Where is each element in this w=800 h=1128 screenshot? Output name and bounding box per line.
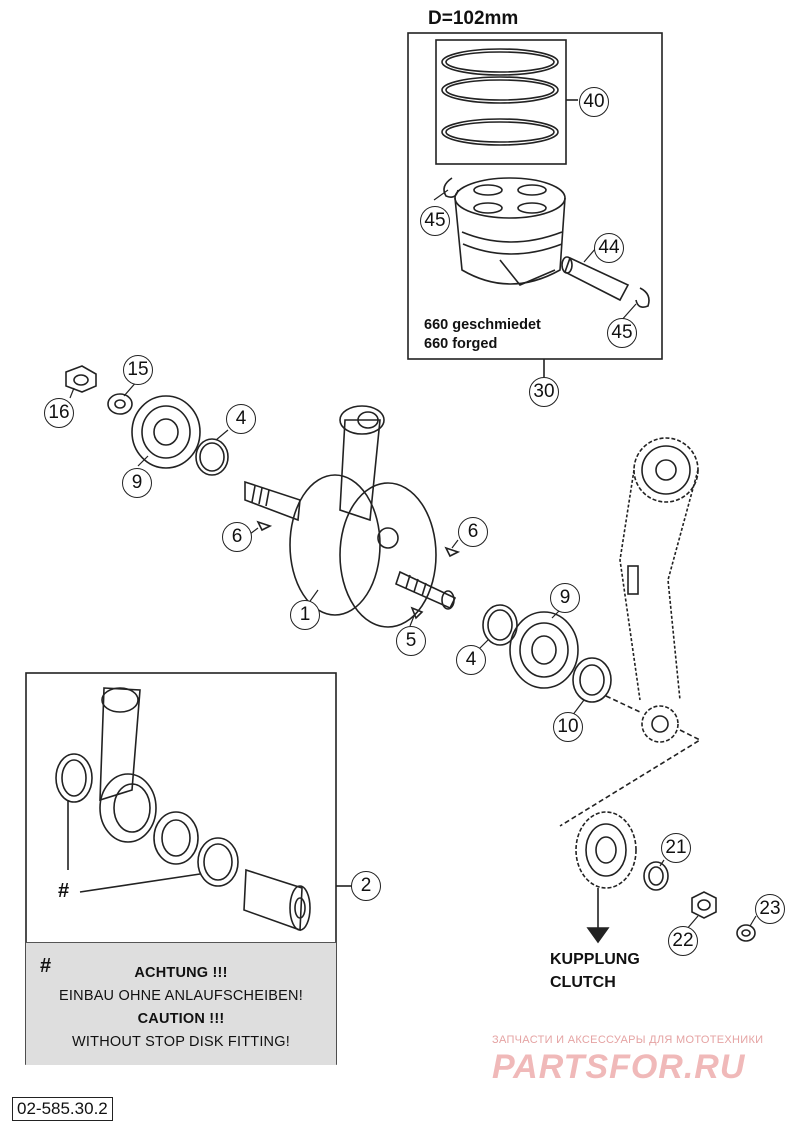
callout-22[interactable]: 22: [668, 926, 698, 956]
callout-15[interactable]: 15: [123, 355, 153, 385]
callout-6-right[interactable]: 6: [458, 517, 488, 547]
left-bearing-parts: [65, 365, 229, 476]
assembly-warning-box: # ACHTUNG !!! EINBAU OHNE ANLAUFSCHEIBEN…: [26, 942, 336, 1065]
washer-21: [643, 861, 669, 891]
drawing-number: 02-585.30.2: [12, 1097, 113, 1121]
callout-23[interactable]: 23: [755, 894, 785, 924]
watermark-tagline: ЗАПЧАСТИ И АКСЕССУАРЫ ДЛЯ МОТОТЕХНИКИ: [492, 1034, 764, 1046]
callout-6-left[interactable]: 6: [222, 522, 252, 552]
clutch-label: KUPPLUNG CLUTCH: [550, 948, 640, 994]
crank-sprocket: [641, 705, 679, 743]
callout-16[interactable]: 16: [44, 398, 74, 428]
warning-title-en: CAUTION !!!: [137, 1011, 225, 1027]
right-bearing-parts: [482, 604, 612, 703]
nut-16: [65, 365, 97, 393]
circlip-right: [635, 287, 650, 308]
shim-4-left: [195, 438, 229, 476]
callout-4-left[interactable]: 4: [226, 404, 256, 434]
callout-9-right[interactable]: 9: [550, 583, 580, 613]
key-6-right: [444, 546, 461, 558]
piston-kit-frame: [407, 32, 663, 360]
crankshaft: [244, 405, 461, 628]
callout-4-right[interactable]: 4: [456, 645, 486, 675]
callout-21[interactable]: 21: [661, 833, 691, 863]
timing-chain-assembly: [559, 437, 702, 827]
clutch-arrow: [586, 927, 610, 944]
warning-text-en: WITHOUT STOP DISK FITTING!: [72, 1034, 290, 1050]
piston: [454, 177, 566, 286]
warning-text-de: EINBAU OHNE ANLAUFSCHEIBEN!: [59, 988, 303, 1004]
callout-5[interactable]: 5: [396, 626, 426, 656]
bore-diameter-label: D=102mm: [428, 8, 519, 29]
crank-pin: [243, 868, 303, 932]
piston-material-note: 660 geschmiedet 660 forged: [424, 316, 541, 354]
primary-gear: [575, 811, 637, 889]
callout-44[interactable]: 44: [594, 233, 624, 263]
circlip-left: [443, 177, 459, 198]
callout-9-left[interactable]: 9: [122, 468, 152, 498]
callout-30[interactable]: 30: [529, 377, 559, 407]
washer-15: [107, 393, 133, 415]
clutch-label-en: CLUTCH: [550, 974, 616, 991]
watermark-logo: PARTSFOR.RU: [492, 1048, 746, 1086]
clutch-drive-parts: [575, 811, 756, 944]
leader-lines: [69, 189, 757, 931]
inset-hash-mark: #: [58, 880, 70, 902]
callout-1[interactable]: 1: [290, 600, 320, 630]
thrust-washer-top: [55, 753, 93, 803]
callout-45-left[interactable]: 45: [420, 206, 450, 236]
piston-note-de: 660 geschmiedet: [424, 317, 541, 333]
piston-kit-group: [407, 32, 663, 377]
washer-23: [736, 924, 756, 942]
key-6-left: [256, 520, 273, 532]
bearing-9-left: [131, 395, 201, 469]
needle-bearing: [153, 811, 199, 865]
shim-4-right: [482, 604, 518, 646]
oil-seal-10: [572, 657, 612, 703]
bearing-9-right: [509, 611, 579, 689]
piston-pin: [561, 256, 630, 302]
piston-rings: [441, 48, 559, 146]
callout-10[interactable]: 10: [553, 712, 583, 742]
clutch-label-de: KUPPLUNG: [550, 951, 640, 968]
callout-45-right[interactable]: 45: [607, 318, 637, 348]
conrod-inset: [25, 672, 352, 1065]
ring-set-frame: [435, 39, 567, 165]
notice-hash-mark: #: [40, 955, 52, 977]
nut-22: [691, 891, 717, 919]
thrust-washer-bottom: [197, 837, 239, 887]
piston-note-en: 660 forged: [424, 336, 498, 352]
warning-title-de: ACHTUNG !!!: [134, 965, 228, 981]
callout-2[interactable]: 2: [351, 871, 381, 901]
callout-40[interactable]: 40: [579, 87, 609, 117]
key-5: [410, 606, 424, 620]
camshaft-sprocket: [633, 437, 699, 503]
